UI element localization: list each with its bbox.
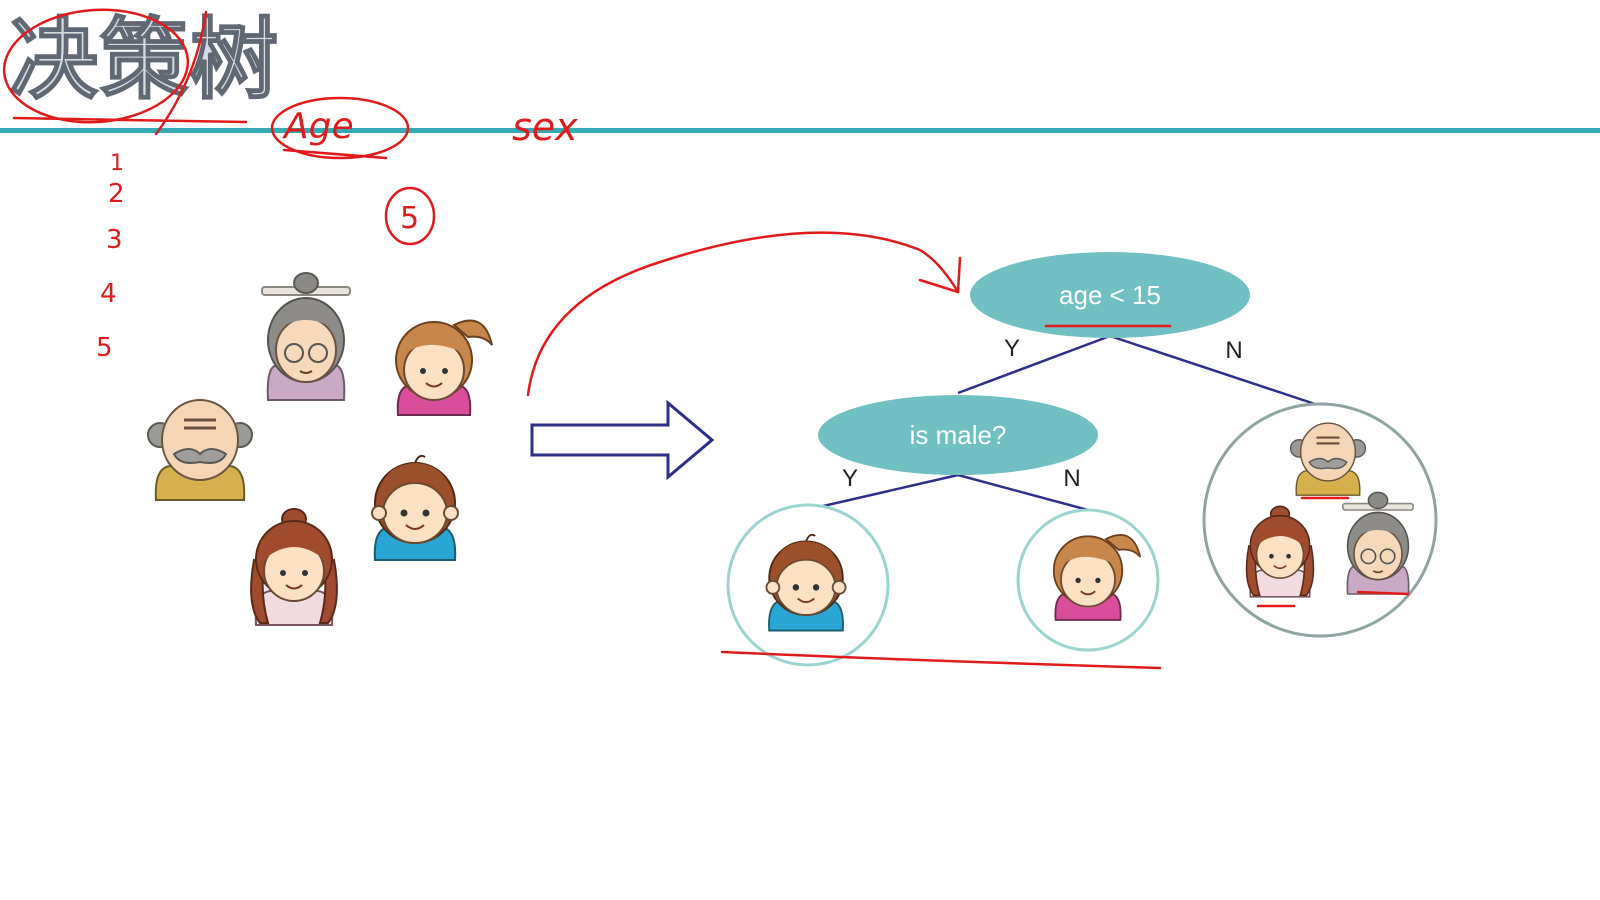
- girl-ponytail-avatar: [395, 319, 493, 416]
- right-arrow-icon: [530, 399, 715, 481]
- five-note: 5: [400, 201, 419, 236]
- sex-note: sex: [512, 105, 578, 149]
- woman-avatar: [250, 508, 338, 626]
- child-no-label: N: [1063, 465, 1080, 492]
- tree-edges: [805, 334, 1319, 512]
- page-title: 决策树: [9, 8, 281, 111]
- age-note: Age: [282, 106, 354, 147]
- list-mark-5: 5: [96, 333, 113, 363]
- handwritten-annotations: Age sex 5 1 2 3 4 5: [2, 8, 1410, 670]
- root-node: [970, 252, 1250, 338]
- list-mark-1: 1: [110, 151, 124, 176]
- list-mark-4: 4: [100, 279, 117, 309]
- child-yes-label: Y: [842, 465, 858, 492]
- root-no-label: N: [1225, 337, 1242, 364]
- title-underline-rule: [0, 128, 1600, 133]
- root-node-label: age < 15: [1059, 280, 1161, 310]
- boy-avatar: [371, 454, 459, 561]
- child-node-label: is male?: [910, 420, 1007, 450]
- list-mark-2: 2: [108, 179, 125, 209]
- root-yes-label: Y: [1004, 335, 1020, 362]
- child-node: [818, 395, 1098, 475]
- list-mark-3: 3: [106, 225, 123, 255]
- grandpa-avatar: [146, 398, 254, 502]
- leaf-grandma-avatar: [1342, 491, 1414, 595]
- grandma-avatar: [261, 272, 351, 401]
